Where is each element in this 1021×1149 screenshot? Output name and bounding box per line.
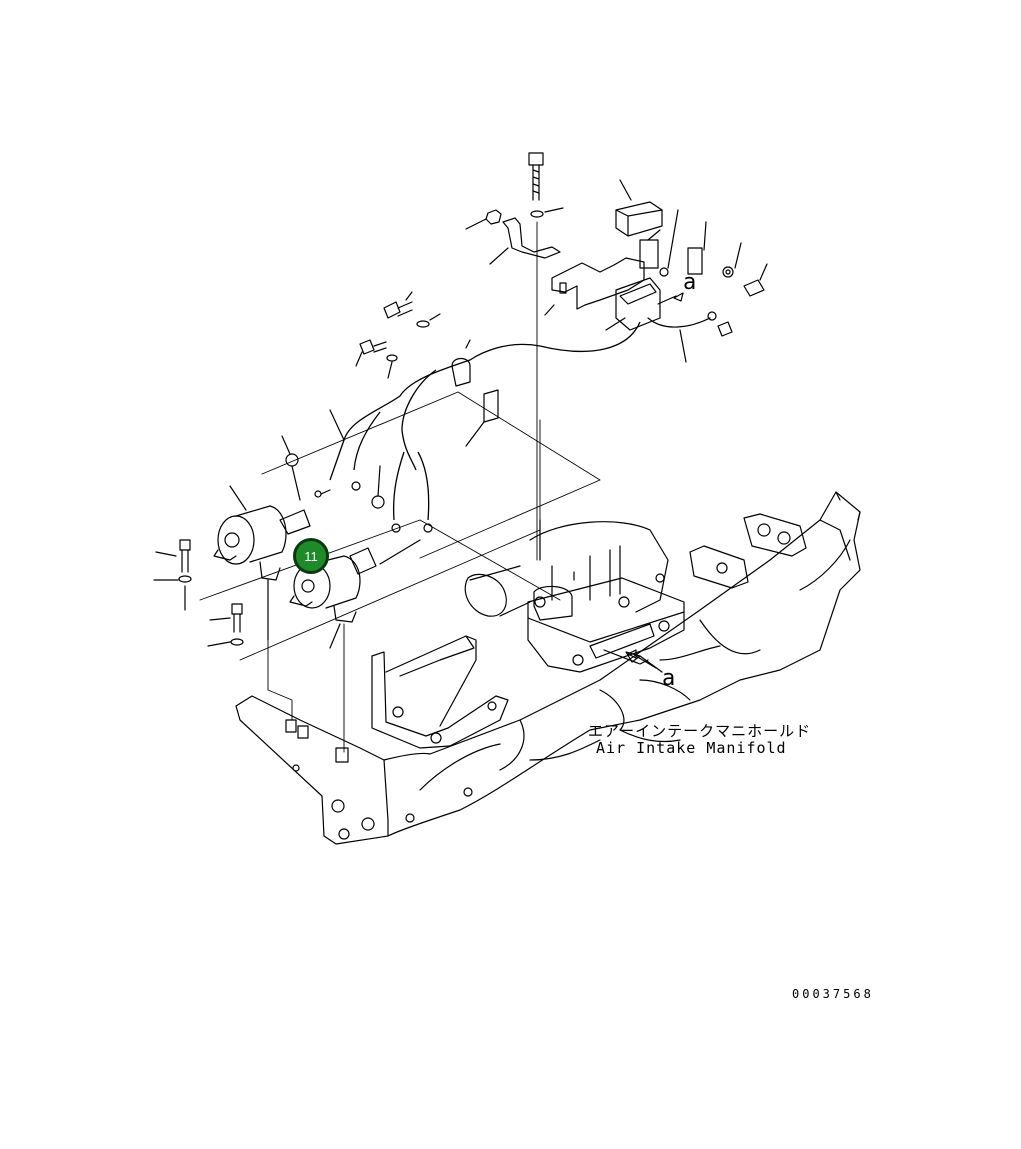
long-bolt <box>528 152 564 316</box>
solenoid-bolts <box>153 539 269 647</box>
upper-bracket-assembly <box>465 152 768 363</box>
support-plate <box>544 257 645 316</box>
detail-label-top: a <box>683 270 697 295</box>
relay-lead <box>647 292 733 363</box>
solenoid-upper <box>213 435 331 581</box>
wiring-harness <box>329 291 641 533</box>
mounting-hardware-right <box>659 209 768 297</box>
manifold-label-english: Air Intake Manifold <box>596 739 787 757</box>
callout-number: 11 <box>304 548 318 564</box>
engine-bracket <box>235 635 509 845</box>
drawing-number: 00037568 <box>792 987 874 1001</box>
detail-label-bottom: a <box>662 666 676 691</box>
air-intake-manifold <box>383 491 861 837</box>
part-callout-11[interactable]: 11 <box>293 538 329 574</box>
solenoid-lower <box>289 539 421 649</box>
manifold-label-japanese: エアーインテークマニホールド <box>588 722 812 740</box>
relay-socket <box>605 229 661 331</box>
nut <box>465 209 502 230</box>
intake-housing <box>464 519 685 673</box>
l-bracket <box>489 217 561 265</box>
relay <box>615 179 663 237</box>
detail-arrow-bottom <box>625 651 641 663</box>
